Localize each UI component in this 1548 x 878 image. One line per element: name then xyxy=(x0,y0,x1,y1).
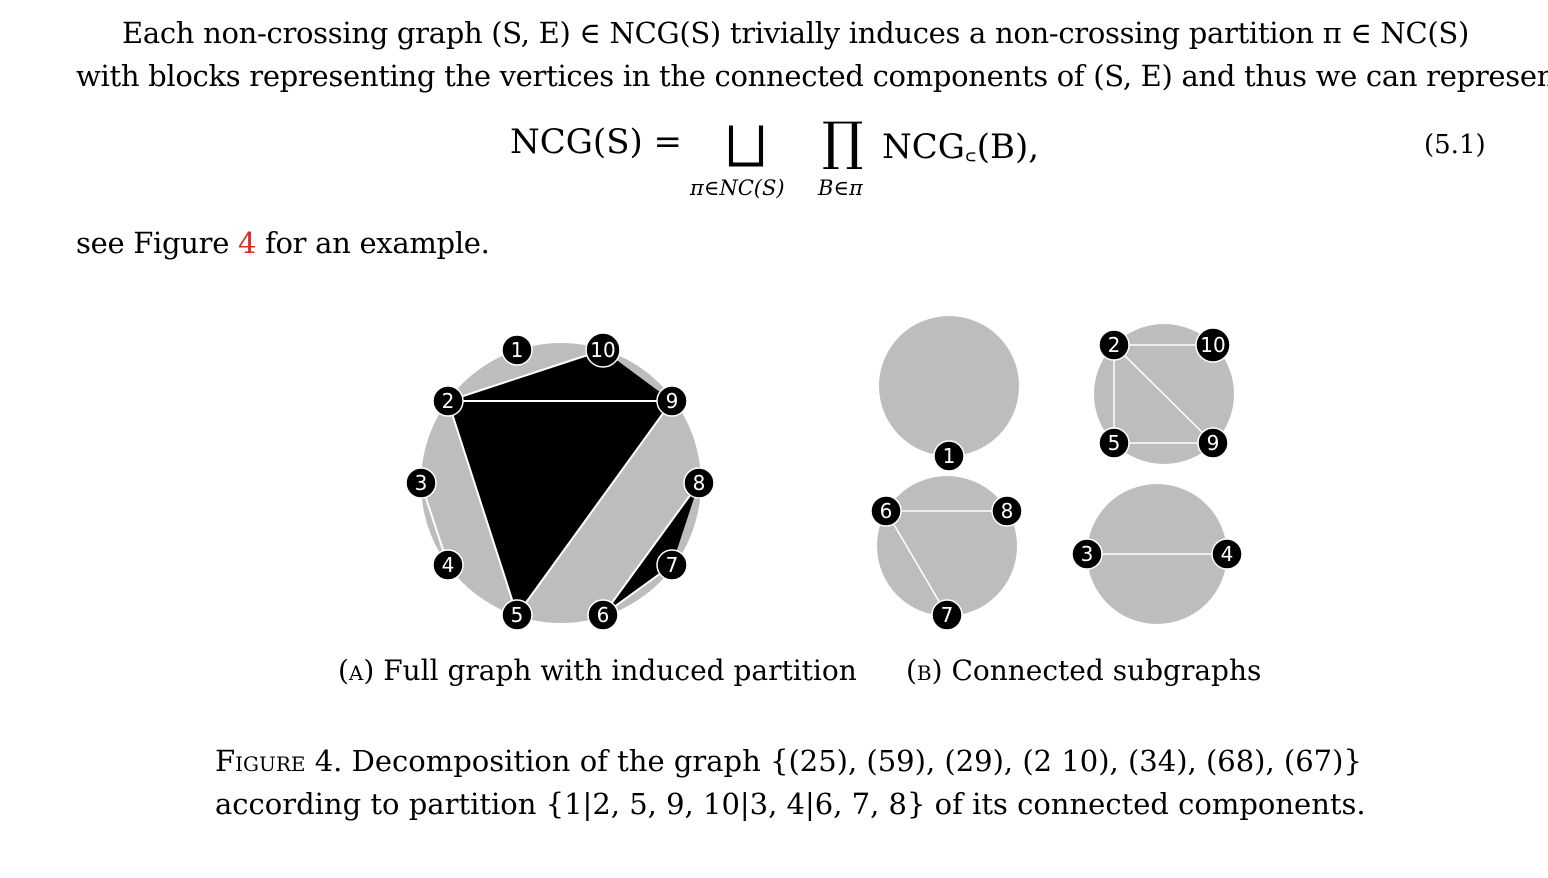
vertex-3: 3 xyxy=(405,467,437,499)
caption-label: Figure 4. xyxy=(215,744,343,778)
coproduct-subscript: π∈NC(S) xyxy=(690,176,785,200)
component-6-disk xyxy=(877,476,1017,616)
vertex-9: 9 xyxy=(656,385,688,417)
subcaption-b-tag: (b) xyxy=(906,654,943,687)
subcaption-a-tag: (a) xyxy=(338,654,375,687)
edge-2-10 xyxy=(447,349,604,402)
panel-b-components: 1 2 10 5 9 xyxy=(870,316,1243,631)
panel-a-vertices: 1 10 2 9 3 8 4 7 5 6 xyxy=(405,332,715,631)
vertex-9-label: 9 xyxy=(666,389,679,413)
vertex-5-label: 5 xyxy=(511,603,524,627)
panel-a-graph: 1 10 2 9 3 8 4 7 5 6 xyxy=(405,332,715,631)
comp-vertex-7-label: 7 xyxy=(941,603,954,627)
see-text-end: for an example. xyxy=(256,226,490,260)
edge-5-9 xyxy=(516,400,673,616)
vertex-10-label: 10 xyxy=(590,338,615,362)
equation-number: (5.1) xyxy=(1424,130,1486,160)
equation-rhs: NCG꜀(B), xyxy=(882,127,1040,167)
block-2-9-10-region xyxy=(448,350,672,401)
subcaption-b-text: Connected subgraphs xyxy=(942,654,1262,687)
vertex-6-label: 6 xyxy=(597,603,610,627)
comp-vertex-3-label: 3 xyxy=(1081,542,1094,566)
comp-vertex-1-label: 1 xyxy=(943,444,956,468)
comp-vertex-5-label: 5 xyxy=(1108,431,1121,455)
vertex-6: 6 xyxy=(587,599,619,631)
vertex-8: 8 xyxy=(683,467,715,499)
vertex-4-label: 4 xyxy=(442,553,455,577)
vertex-1: 1 xyxy=(501,334,533,366)
see-figure-line: see Figure 4 for an example. xyxy=(76,222,1472,265)
vertex-4: 4 xyxy=(432,549,464,581)
see-text: see Figure xyxy=(76,226,239,260)
subcaption-a-text: Full graph with induced partition xyxy=(374,654,857,687)
product-subscript: B∈π xyxy=(818,176,863,200)
edge-2-5 xyxy=(447,400,518,616)
figure-ref-link[interactable]: 4 xyxy=(238,226,257,260)
display-equation: NCG(S) = ⨆ ∏ NCG꜀(B), π∈NC(S) B∈π (5.1) xyxy=(0,112,1548,212)
vertex-10: 10 xyxy=(585,332,621,368)
equation-lhs: NCG(S) = xyxy=(510,122,683,162)
vertex-7: 7 xyxy=(656,549,688,581)
comp-vertex-8-label: 8 xyxy=(1001,499,1014,523)
vertex-1-label: 1 xyxy=(511,338,524,362)
product-symbol: ∏ xyxy=(822,112,864,172)
subcaption-a: (a) Full graph with induced partition xyxy=(338,654,857,687)
paragraph-line-1: Each non-crossing graph (S, E) ∈ NCG(S) … xyxy=(122,16,1469,50)
vertex-8-label: 8 xyxy=(693,471,706,495)
paragraph-line-2: with blocks representing the vertices in… xyxy=(76,59,1548,93)
vertex-7-label: 7 xyxy=(666,553,679,577)
coproduct-symbol: ⨆ xyxy=(726,116,766,174)
vertex-2-label: 2 xyxy=(442,389,455,413)
component-2-5-9-10: 2 10 5 9 xyxy=(1094,324,1234,464)
comp-vertex-2-label: 2 xyxy=(1108,333,1121,357)
caption-line-1: Figure 4. Decomposition of the graph {(2… xyxy=(215,740,1366,783)
vertex-5: 5 xyxy=(501,599,533,631)
comp-vertex-10-label: 10 xyxy=(1200,333,1225,357)
component-3-4: 3 4 xyxy=(1071,484,1243,624)
component-6-7-8: 6 8 7 xyxy=(870,476,1023,631)
vertex-3-label: 3 xyxy=(415,471,428,495)
comp-vertex-1 xyxy=(933,440,965,472)
edge-6-8 xyxy=(602,482,700,616)
figure-caption: Figure 4. Decomposition of the graph {(2… xyxy=(215,740,1366,826)
comp-vertex-4-label: 4 xyxy=(1221,542,1234,566)
caption-line-2: according to partition {1|2, 5, 9, 10|3,… xyxy=(215,787,1366,821)
vertex-2: 2 xyxy=(432,385,464,417)
subcaption-b: (b) Connected subgraphs xyxy=(906,654,1261,687)
block-2-5-9-10 xyxy=(448,401,672,615)
component-1: 1 xyxy=(879,316,1019,472)
figure-4: 1 10 2 9 3 8 4 7 5 6 1 xyxy=(405,316,1243,631)
caption-text-1: Decomposition of the graph {(25), (59), … xyxy=(342,744,1362,778)
component-1-disk xyxy=(879,316,1019,456)
comp-vertex-9-label: 9 xyxy=(1207,431,1220,455)
comp-vertex-6-label: 6 xyxy=(880,499,893,523)
intro-paragraph: Each non-crossing graph (S, E) ∈ NCG(S) … xyxy=(76,12,1548,98)
